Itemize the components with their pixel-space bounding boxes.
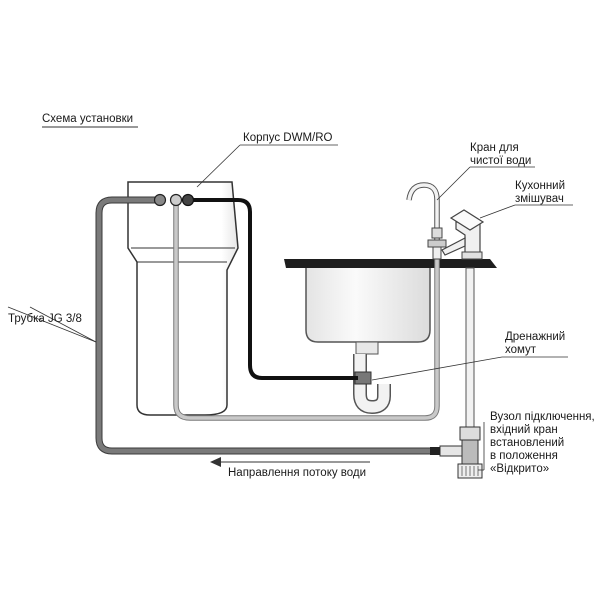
valve-label-4: в положення — [490, 450, 558, 462]
drain-tube — [188, 198, 358, 380]
diagram-title: Схема установки — [42, 113, 133, 125]
filter-housing — [127, 181, 239, 416]
inlet-tube — [96, 197, 440, 454]
tube-label: Трубка JG 3/8 — [8, 313, 82, 325]
faucet-base — [432, 246, 442, 260]
mixer-spout — [441, 237, 466, 256]
housing-leader — [196, 144, 241, 188]
flow-label: Направлення потоку води — [228, 467, 366, 479]
drain-trap — [354, 354, 390, 413]
outlet-fitting — [169, 193, 183, 207]
mixer-label-2: змішувач — [515, 193, 564, 205]
drain-label-1: Дренажний — [505, 331, 565, 343]
valve-label-2: вхідний кран — [490, 424, 558, 436]
clean-water-tube — [174, 200, 439, 420]
mixer-base — [461, 251, 483, 260]
countertop — [284, 259, 497, 268]
inlet-fitting — [153, 193, 167, 207]
clean-faucet — [407, 183, 439, 255]
valve-label-3: встановлений — [490, 437, 564, 449]
valve-top-nut — [459, 426, 481, 441]
flow-arrow-head — [210, 457, 221, 467]
valve-side-port — [439, 445, 463, 457]
faucet-label-2: чистої води — [470, 155, 531, 167]
mixer-leader — [479, 204, 516, 219]
mixer-label-1: Кухонний — [515, 180, 565, 192]
faucet-leader — [436, 166, 471, 201]
drain-label-2: хомут — [505, 344, 537, 356]
sink-basin — [305, 268, 431, 343]
tube-leader — [29, 306, 97, 343]
drain-leader — [371, 356, 503, 381]
housing-label: Корпус DWM/RO — [243, 132, 333, 144]
cold-water-riser — [465, 267, 475, 429]
valve-handle — [430, 447, 440, 455]
faucet-handle — [427, 239, 447, 248]
valve-label-5: «Відкрито» — [490, 463, 549, 475]
valve-body — [461, 439, 479, 465]
faucet-handle-base — [431, 227, 443, 239]
drain-fitting — [181, 193, 195, 207]
valve-label-1: Вузол підключення, — [490, 411, 595, 423]
faucet-label-1: Кран для — [470, 142, 519, 154]
drain-neck — [355, 341, 379, 355]
mixer-lever — [449, 209, 485, 231]
valve-nut-ridges — [461, 466, 479, 476]
